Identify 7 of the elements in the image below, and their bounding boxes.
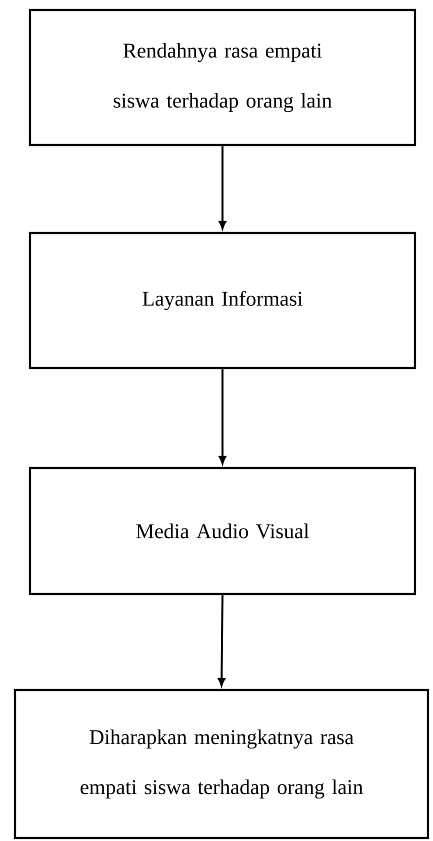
process-box: Layanan Informasi (28, 232, 416, 370)
process-box: Diharapkan meningkatnya rasa empati siswa terhadap orang lain (14, 688, 430, 840)
arrow (218, 146, 226, 230)
arrow (218, 595, 226, 686)
process-box: Rendahnya rasa empati siswa terhadap orang lain (28, 8, 416, 146)
process-box: Media Audio Visual (28, 466, 416, 596)
arrow (218, 369, 226, 464)
